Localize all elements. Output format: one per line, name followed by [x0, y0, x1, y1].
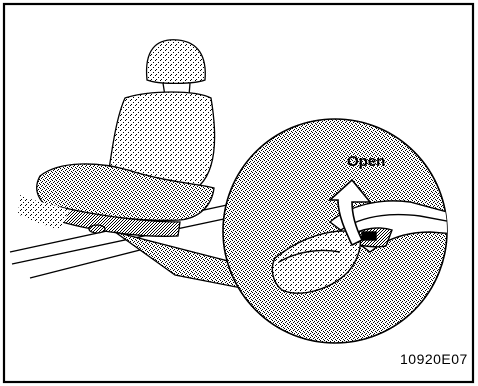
- open-label: Open: [347, 153, 385, 170]
- figure-code: 10920E07: [400, 351, 468, 367]
